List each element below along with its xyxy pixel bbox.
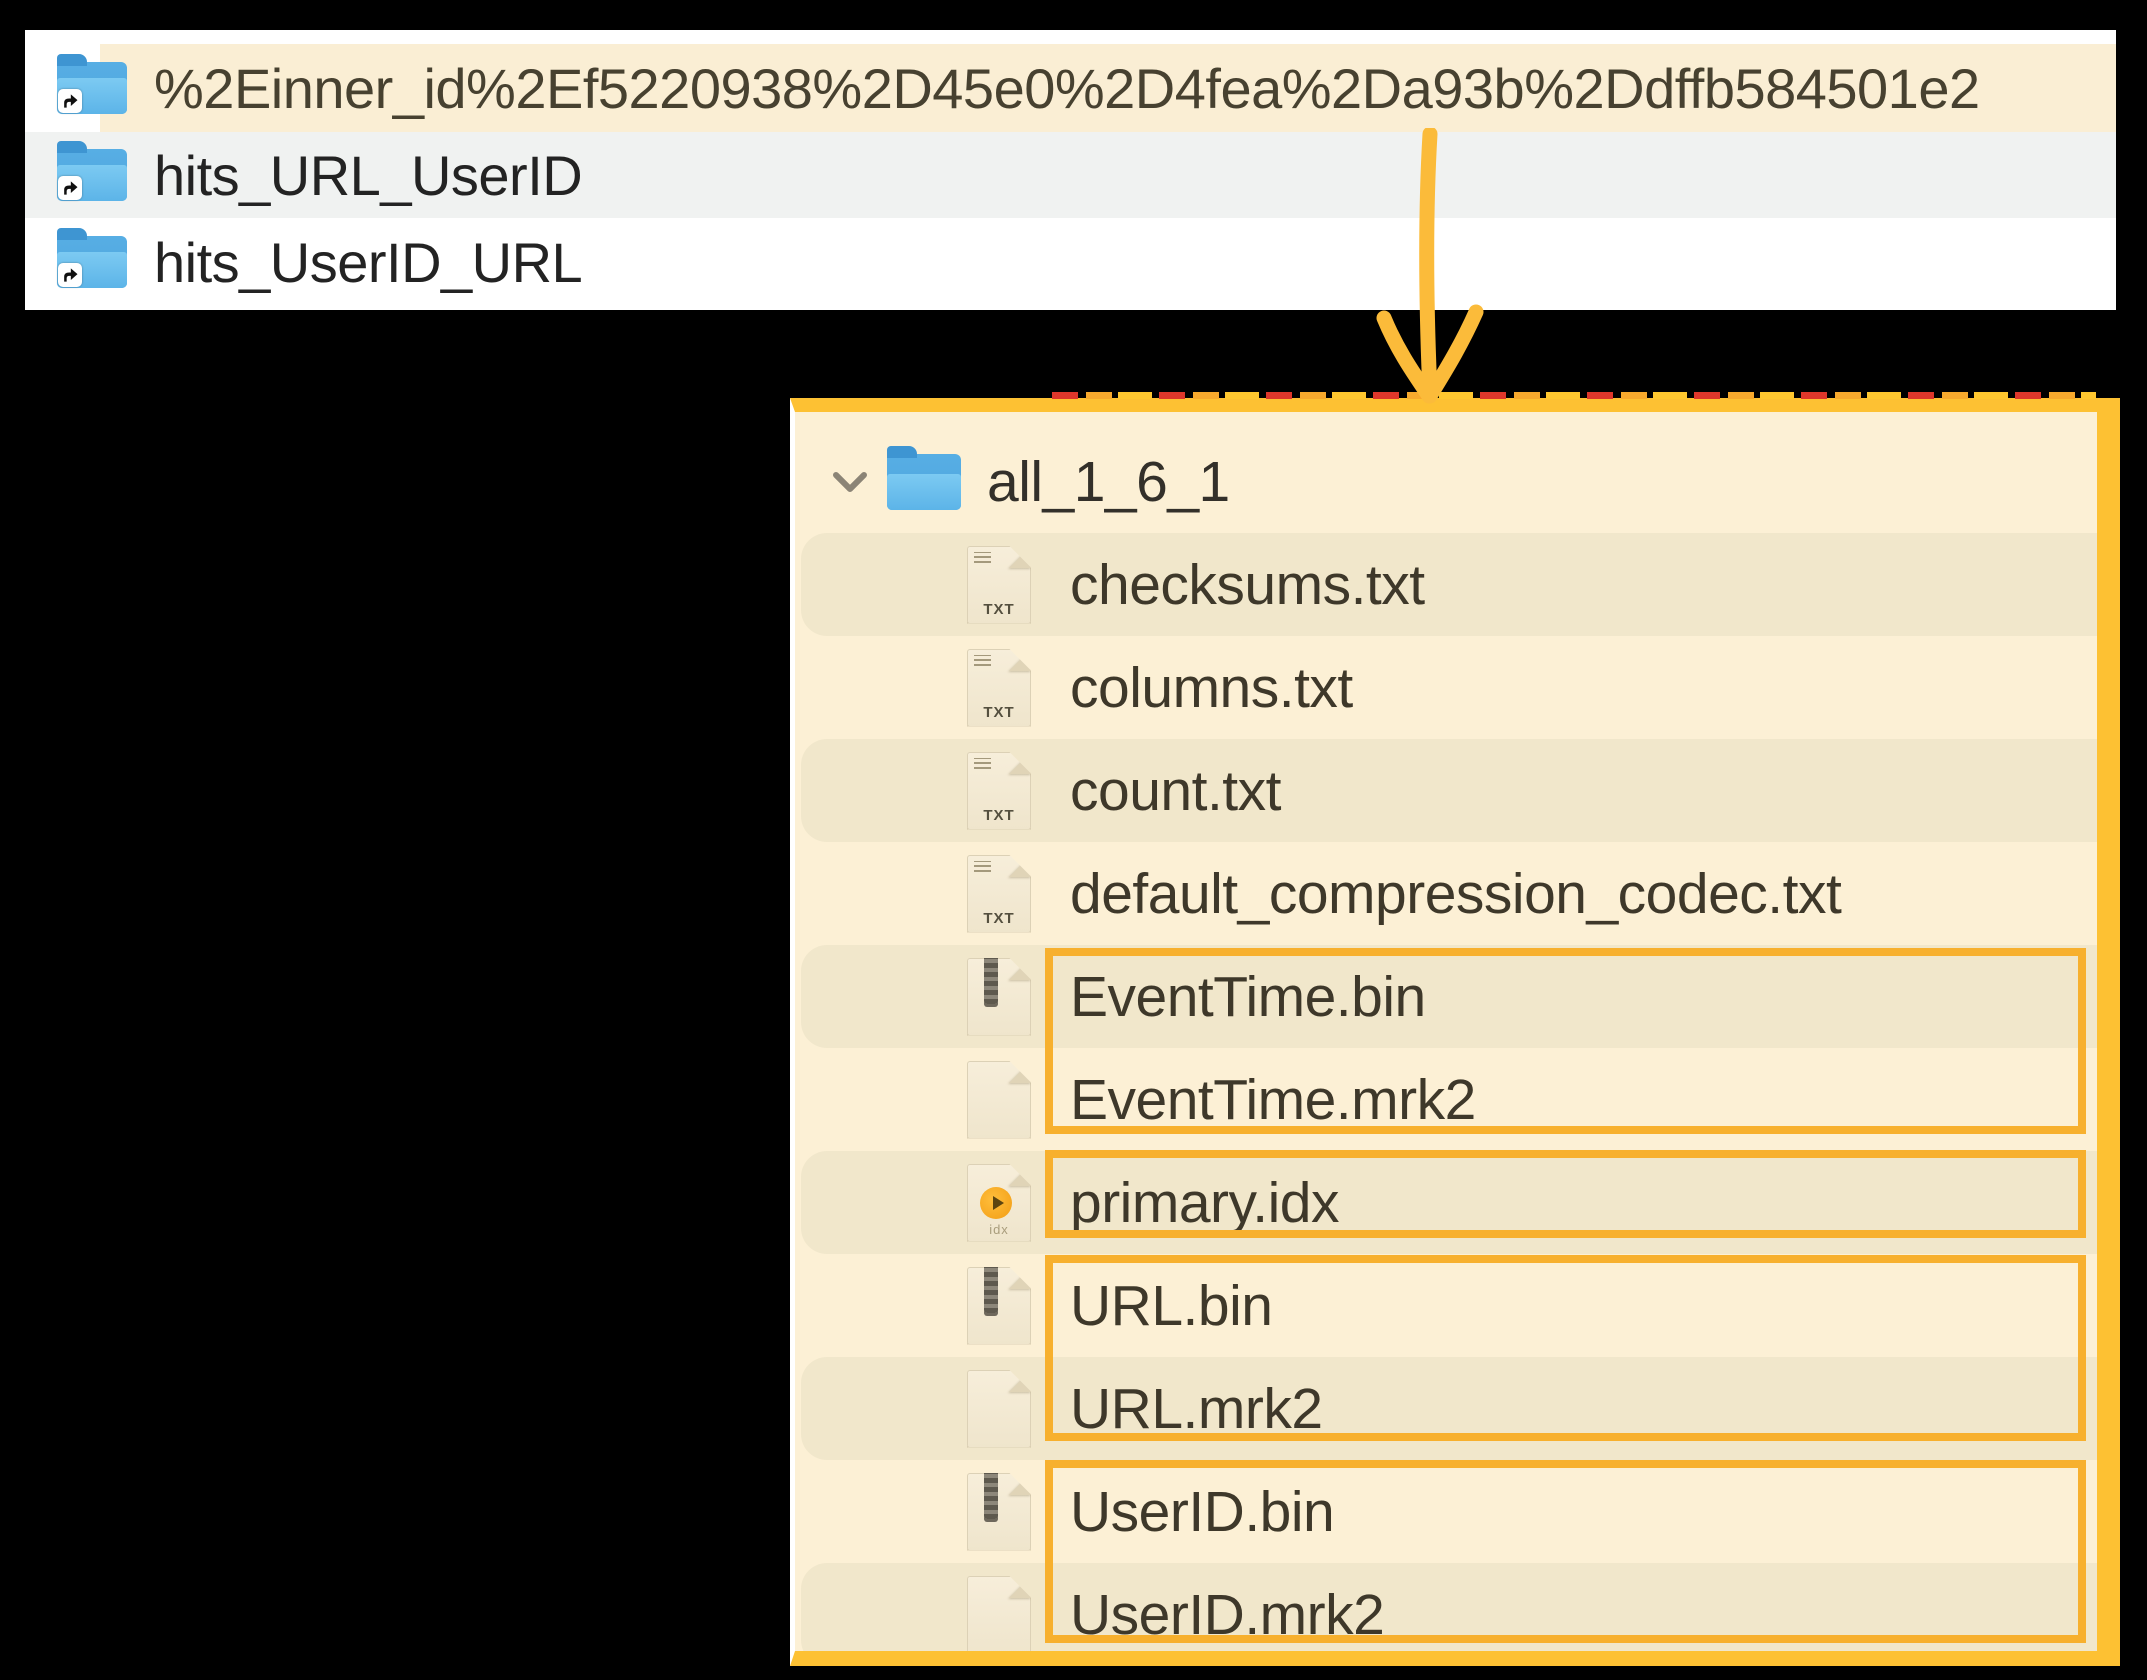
finder-list-panel: %2Einner_id%2Ef5220938%2D45e0%2D4fea%2Da… — [25, 30, 2116, 310]
orange-play-dot-icon — [980, 1187, 1012, 1219]
down-arrow-annotation — [1376, 128, 1484, 404]
bin-file-icon — [967, 958, 1031, 1036]
tree-row-file[interactable]: TXT columns.txt — [795, 636, 2097, 739]
file-name: count.txt — [1070, 758, 1281, 823]
idx-file-icon: idx — [967, 1164, 1031, 1242]
zipper-glyph — [984, 958, 998, 1004]
txt-file-icon: TXT — [967, 855, 1031, 933]
file-name: UserID.bin — [1070, 1479, 1335, 1544]
folder-alias-icon — [57, 54, 127, 114]
part-folder-panel: all_1_6_1 TXT checksums.txt TXT columns.… — [790, 398, 2120, 1666]
bin-file-icon — [967, 1473, 1031, 1551]
folder-name: hits_UserID_URL — [154, 230, 583, 294]
tree-row-file[interactable]: TXT count.txt — [795, 739, 2097, 842]
blank-file-icon — [967, 1576, 1031, 1654]
selection-highlight — [100, 44, 2116, 132]
highlight-box-userid — [1045, 1460, 2086, 1643]
file-name: EventTime.bin — [1070, 964, 1426, 1029]
tree-row-folder[interactable]: all_1_6_1 — [795, 430, 2097, 533]
folder-name: all_1_6_1 — [987, 449, 1230, 514]
tree-row-file[interactable]: EventTime.mrk2 — [795, 1048, 2097, 1151]
alias-arrow-icon — [58, 263, 82, 287]
chevron-down-icon[interactable] — [831, 469, 869, 495]
file-name: URL.bin — [1070, 1273, 1273, 1338]
tree-row-file[interactable]: EventTime.bin — [795, 945, 2097, 1048]
tree-row-file[interactable]: TXT default_compression_codec.txt — [795, 842, 2097, 945]
folder-alias-icon — [57, 141, 127, 201]
zipper-glyph — [984, 1473, 998, 1519]
file-name: columns.txt — [1070, 655, 1353, 720]
tree-row-file[interactable]: TXT checksums.txt — [795, 533, 2097, 636]
alias-arrow-icon — [58, 89, 82, 113]
folder-name: hits_URL_UserID — [154, 143, 583, 207]
txt-file-icon: TXT — [967, 752, 1031, 830]
file-name: URL.mrk2 — [1070, 1376, 1323, 1441]
finder-row-inner-id[interactable]: %2Einner_id%2Ef5220938%2D45e0%2D4fea%2Da… — [25, 44, 2116, 132]
file-tree: all_1_6_1 TXT checksums.txt TXT columns.… — [795, 412, 2097, 1651]
blank-file-icon — [967, 1370, 1031, 1448]
folder-icon — [887, 445, 961, 510]
file-name: EventTime.mrk2 — [1070, 1067, 1476, 1132]
finder-row-hits-userid-url[interactable]: hits_UserID_URL — [25, 218, 2116, 306]
folder-name: %2Einner_id%2Ef5220938%2D45e0%2D4fea%2Da… — [154, 56, 1980, 120]
finder-row-hits-url-userid[interactable]: hits_URL_UserID — [25, 132, 2116, 218]
highlight-box-primary-idx — [1045, 1150, 2086, 1238]
bin-file-icon — [967, 1267, 1031, 1345]
zipper-glyph — [984, 1267, 998, 1313]
highlight-box-eventtime — [1045, 948, 2086, 1134]
txt-file-icon: TXT — [967, 546, 1031, 624]
tree-row-file[interactable]: URL.bin — [795, 1254, 2097, 1357]
highlight-box-url — [1045, 1255, 2086, 1441]
blank-file-icon — [967, 1061, 1031, 1139]
txt-file-icon: TXT — [967, 649, 1031, 727]
cropped-red-annotation-artifact — [1052, 392, 2096, 399]
tree-row-file[interactable]: UserID.bin — [795, 1460, 2097, 1563]
tree-row-file[interactable]: URL.mrk2 — [795, 1357, 2097, 1460]
folder-alias-icon — [57, 228, 127, 288]
alias-arrow-icon — [58, 176, 82, 200]
file-name: checksums.txt — [1070, 552, 1425, 617]
file-name: primary.idx — [1070, 1170, 1339, 1235]
file-name: default_compression_codec.txt — [1070, 861, 1842, 926]
